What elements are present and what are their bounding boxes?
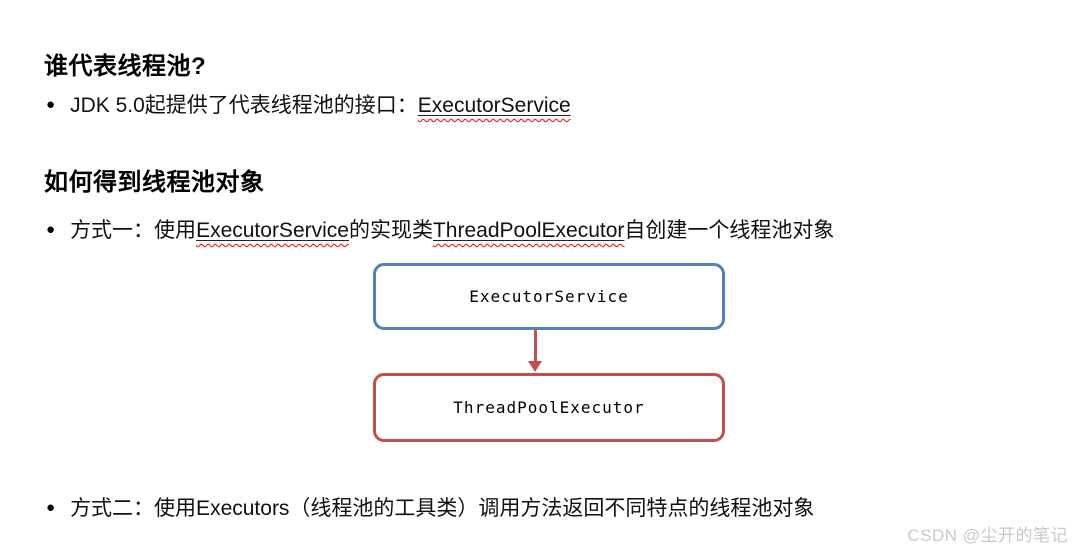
bullet-icon: ● <box>46 95 56 113</box>
term-executorservice: ExecutorService <box>196 219 349 242</box>
way-one-seg2: 的实现类 <box>348 219 433 242</box>
inheritance-diagram: ExecutorService ThreadPoolExecutor <box>373 263 725 442</box>
down-arrow-icon <box>528 330 542 373</box>
heading-how-to-get-thread-pool: 如何得到线程池对象 <box>44 169 265 196</box>
bullet-jdk-pre: JDK 5.0起提供了代表线程池的接口： <box>70 94 418 117</box>
way-one-seg1: 方式一：使用 <box>70 219 197 242</box>
threadpoolexecutor-box: ThreadPoolExecutor <box>373 373 725 442</box>
bullet-icon: ● <box>46 498 56 516</box>
way-one-seg3: 自创建一个线程池对象 <box>624 219 835 242</box>
executorservice-box: ExecutorService <box>373 263 725 330</box>
arrow-head <box>528 361 542 372</box>
heading-who-represents-thread-pool: 谁代表线程池? <box>44 53 207 80</box>
spellcheck-squiggle: ExecutorService <box>418 94 571 117</box>
bullet-way-one-text: 方式一：使用ExecutorService的实现类ThreadPoolExecu… <box>70 214 834 244</box>
arrow-shaft <box>533 330 537 363</box>
csdn-watermark: CSDN @尘开的笔记 <box>907 526 1068 545</box>
bullet-jdk-text: JDK 5.0起提供了代表线程池的接口：ExecutorService <box>70 89 571 119</box>
bullet-way-one: ● 方式一：使用ExecutorService的实现类ThreadPoolExe… <box>46 214 834 244</box>
term-executorservice: ExecutorService <box>417 94 571 117</box>
spellcheck-squiggle: ExecutorService <box>196 219 349 242</box>
bullet-icon: ● <box>46 220 56 238</box>
bullet-way-two-text: 方式二：使用Executors（线程池的工具类）调用方法返回不同特点的线程池对象 <box>70 497 815 520</box>
bullet-way-two: ● 方式二：使用Executors（线程池的工具类）调用方法返回不同特点的线程池… <box>46 492 814 522</box>
term-threadpoolexecutor: ThreadPoolExecutor <box>432 219 625 242</box>
spellcheck-squiggle: ThreadPoolExecutor <box>433 219 624 242</box>
bullet-jdk-interface: ● JDK 5.0起提供了代表线程池的接口：ExecutorService <box>46 89 571 119</box>
